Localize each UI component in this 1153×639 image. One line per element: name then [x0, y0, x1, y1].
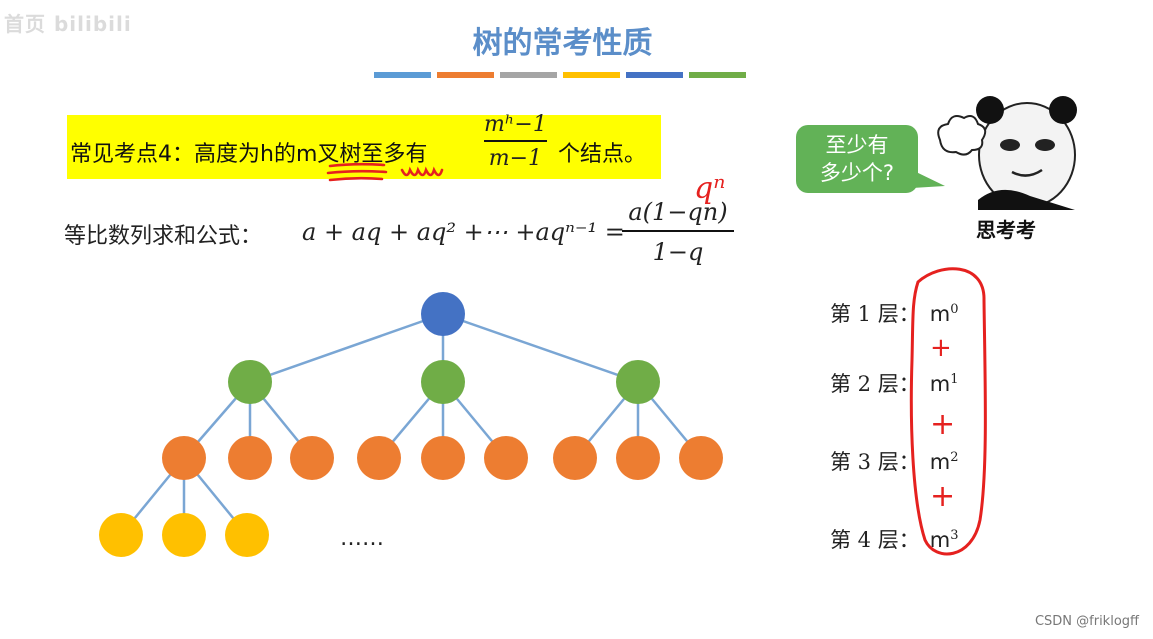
layer-power: m	[929, 528, 951, 552]
tree-ellipsis: ……	[340, 526, 384, 551]
max-nodes-fraction: mʰ−1 m−1	[484, 112, 547, 171]
tree-node-level3	[484, 436, 528, 480]
accent-bar-2	[437, 72, 494, 78]
layer-label: 第 3 层：	[830, 450, 920, 474]
layer-row-2: 第 2 层： m1	[830, 368, 958, 398]
tree-node-level4	[225, 513, 269, 557]
geometric-fraction-bar	[622, 230, 734, 232]
hand-plus: +	[930, 333, 952, 363]
key-point-prefix: 常见考点4：高度为h的m叉树至多有	[70, 142, 428, 167]
tree-node-level3	[679, 436, 723, 480]
layer-exponent: 1	[950, 372, 959, 387]
layer-label: 第 4 层：	[830, 528, 920, 552]
key-point-suffix: 个结点。	[558, 142, 647, 167]
fraction-denominator: m−1	[488, 146, 543, 171]
bubble-line-1: 至少有	[825, 133, 889, 157]
fraction-numerator: mʰ−1	[484, 112, 547, 137]
hand-plus: +	[930, 479, 955, 514]
bubble-line-2: 多少个?	[819, 161, 895, 185]
layer-label: 第 2 层：	[830, 372, 920, 396]
tree-node-level2	[228, 360, 272, 404]
layer-exponent: 0	[950, 302, 959, 317]
layer-label: 第 1 层：	[830, 302, 920, 326]
geometric-sum-label: 等比数列求和公式：	[64, 224, 263, 249]
tree-node-level3	[616, 436, 660, 480]
accent-bar-4	[563, 72, 620, 78]
tree-node-level3	[290, 436, 334, 480]
layer-power: m	[929, 450, 951, 474]
geometric-sum-fraction: a(1−qn) 1−q	[622, 198, 734, 266]
tree-edges	[120, 312, 702, 536]
hand-underline-m	[326, 162, 388, 182]
tree-node-level2	[421, 360, 465, 404]
layer-row-4: 第 4 层： m3	[830, 524, 958, 554]
fraction-bar	[484, 140, 547, 142]
hand-loop	[909, 267, 987, 556]
speech-bubble: 至少有 多少个?	[796, 125, 918, 193]
layer-row-3: 第 3 层： m2	[830, 446, 958, 476]
hand-plus: +	[930, 407, 955, 442]
layer-power: m	[929, 302, 951, 326]
meme-caption: 思考考	[976, 218, 1036, 242]
accent-bars	[374, 72, 746, 80]
layer-exponent: 2	[950, 450, 959, 465]
tree-node-level3	[421, 436, 465, 480]
layer-exponent: 3	[950, 528, 959, 543]
tree-node-level3	[162, 436, 206, 480]
tree-node-level4	[99, 513, 143, 557]
tree-node-level2	[616, 360, 660, 404]
hand-qn: qⁿ	[694, 171, 725, 206]
credit-watermark: CSDN @friklogff	[1034, 614, 1139, 629]
geometric-numerator: a(1−qn)	[628, 198, 728, 226]
tree-node-level3	[357, 436, 401, 480]
layer-row-1: 第 1 层： m0	[830, 298, 958, 328]
geometric-denominator: 1−q	[652, 238, 704, 266]
tree-node-root	[421, 292, 465, 336]
bubble-tail	[912, 170, 945, 188]
accent-bar-3	[500, 72, 557, 78]
key-point-highlight	[67, 115, 661, 179]
hand-wavy-underline	[400, 166, 444, 177]
accent-bar-5	[626, 72, 683, 78]
accent-bar-1	[374, 72, 431, 78]
bilibili-watermark: 首页 bilibili	[4, 12, 132, 36]
panda-meme-icon	[937, 96, 1077, 210]
tree-node-level4	[162, 513, 206, 557]
geometric-sum-expression: a + aq + aq² +⋯ +aqⁿ⁻¹ =	[302, 218, 625, 246]
tree-node-level3	[553, 436, 597, 480]
layer-power: m	[929, 372, 951, 396]
slide-title: 树的常考性质	[472, 26, 653, 61]
accent-bar-6	[689, 72, 746, 78]
tree-node-level3	[228, 436, 272, 480]
